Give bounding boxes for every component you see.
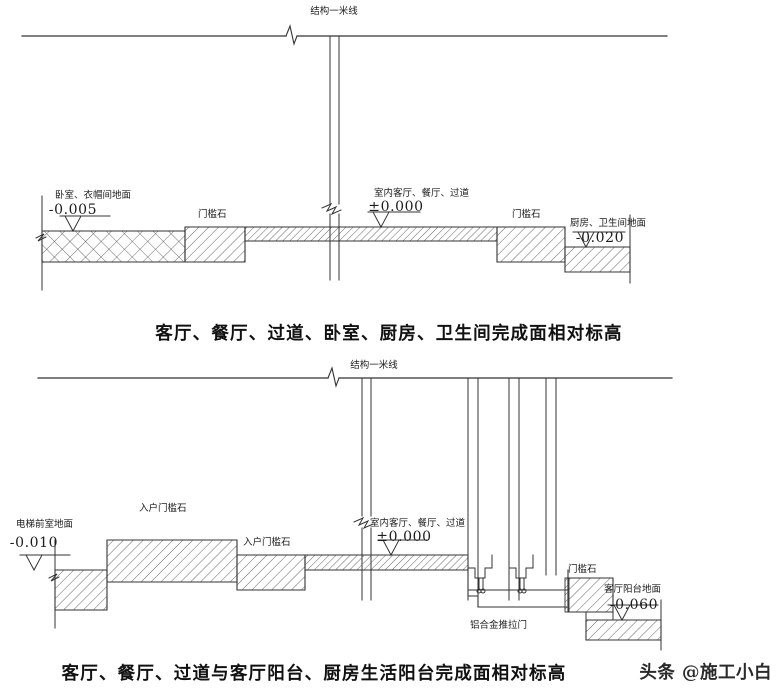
figure-2-title: 客厅、餐厅、过道与客厅阳台、厨房生活阳台完成面相对标高 — [61, 664, 567, 684]
label-aluminum-sliding-door: 铝合金推拉门 — [470, 619, 527, 631]
elevation-marker-hall-2 — [377, 539, 429, 557]
datum-line-2 — [37, 366, 673, 388]
threshold-stone-right-fill — [496, 226, 566, 263]
wall-section-1 — [321, 35, 342, 281]
label-entry-threshold-stone-1: 入户门槛石 — [139, 502, 187, 514]
figure-1-title: 客厅、餐厅、过道、卧室、厨房、卫生间完成面相对标高 — [155, 324, 623, 344]
entry-threshold-stone-1-fill — [106, 539, 238, 583]
bedroom-floor-fill — [41, 230, 186, 263]
elevation-elevator-lobby: -0.010 — [10, 535, 58, 551]
elevation-marker-hall-1 — [367, 211, 421, 229]
elevation-marker-balcony — [607, 604, 659, 622]
label-elevator-lobby: 电梯前室地面 — [16, 518, 73, 530]
balcony-floor-fill — [585, 619, 662, 641]
figure-1-geometry — [21, 24, 668, 291]
figure-2-geometry — [19, 366, 673, 651]
elevation-marker-elevator-lobby — [19, 554, 71, 572]
label-indoor-hall-2: 室内客厅、餐厅、过道 — [370, 517, 466, 529]
label-balcony-floor: 客厅阳台地面 — [604, 583, 661, 595]
sliding-door-frame-verticals — [467, 377, 557, 601]
datum-label-2: 结构一米线 — [350, 359, 398, 371]
datum-label-1: 结构一米线 — [310, 5, 358, 17]
watermark: 头条 @施工小白 — [639, 663, 772, 683]
label-threshold-stone-right: 门槛石 — [512, 208, 541, 220]
label-indoor-hall-1: 室内客厅、餐厅、过道 — [374, 187, 470, 199]
elevation-balcony-floor: -0.060 — [610, 597, 658, 613]
label-threshold-stone-balcony: 门槛石 — [568, 563, 597, 575]
label-bedroom-floor: 卧室、衣帽间地面 — [55, 189, 131, 201]
hall-screed-fill — [244, 226, 498, 242]
entry-threshold-stone-2-fill — [236, 554, 306, 591]
label-entry-threshold-stone-2: 入户门槛石 — [243, 536, 291, 548]
elevation-marker-kitchen — [572, 231, 626, 249]
elevation-indoor-hall-1: ±0.000 — [368, 199, 423, 215]
hall-screed-fill-2 — [304, 554, 469, 571]
elevation-indoor-hall-2: ±0.000 — [376, 529, 431, 545]
elevation-bedroom-floor: -0.005 — [49, 202, 97, 218]
datum-line-1 — [21, 24, 668, 46]
kitchen-bath-floor-fill — [564, 246, 631, 273]
label-threshold-stone-left: 门槛石 — [198, 208, 227, 220]
label-kitchen-bathroom: 厨房、卫生间地面 — [570, 217, 646, 229]
threshold-stone-left-fill — [184, 226, 246, 263]
elevator-lobby-floor-fill — [54, 569, 108, 611]
elevation-marker-bedroom — [59, 215, 111, 233]
aluminum-sliding-door-body — [467, 554, 569, 608]
elevation-kitchen-bathroom: -0.020 — [576, 230, 624, 246]
